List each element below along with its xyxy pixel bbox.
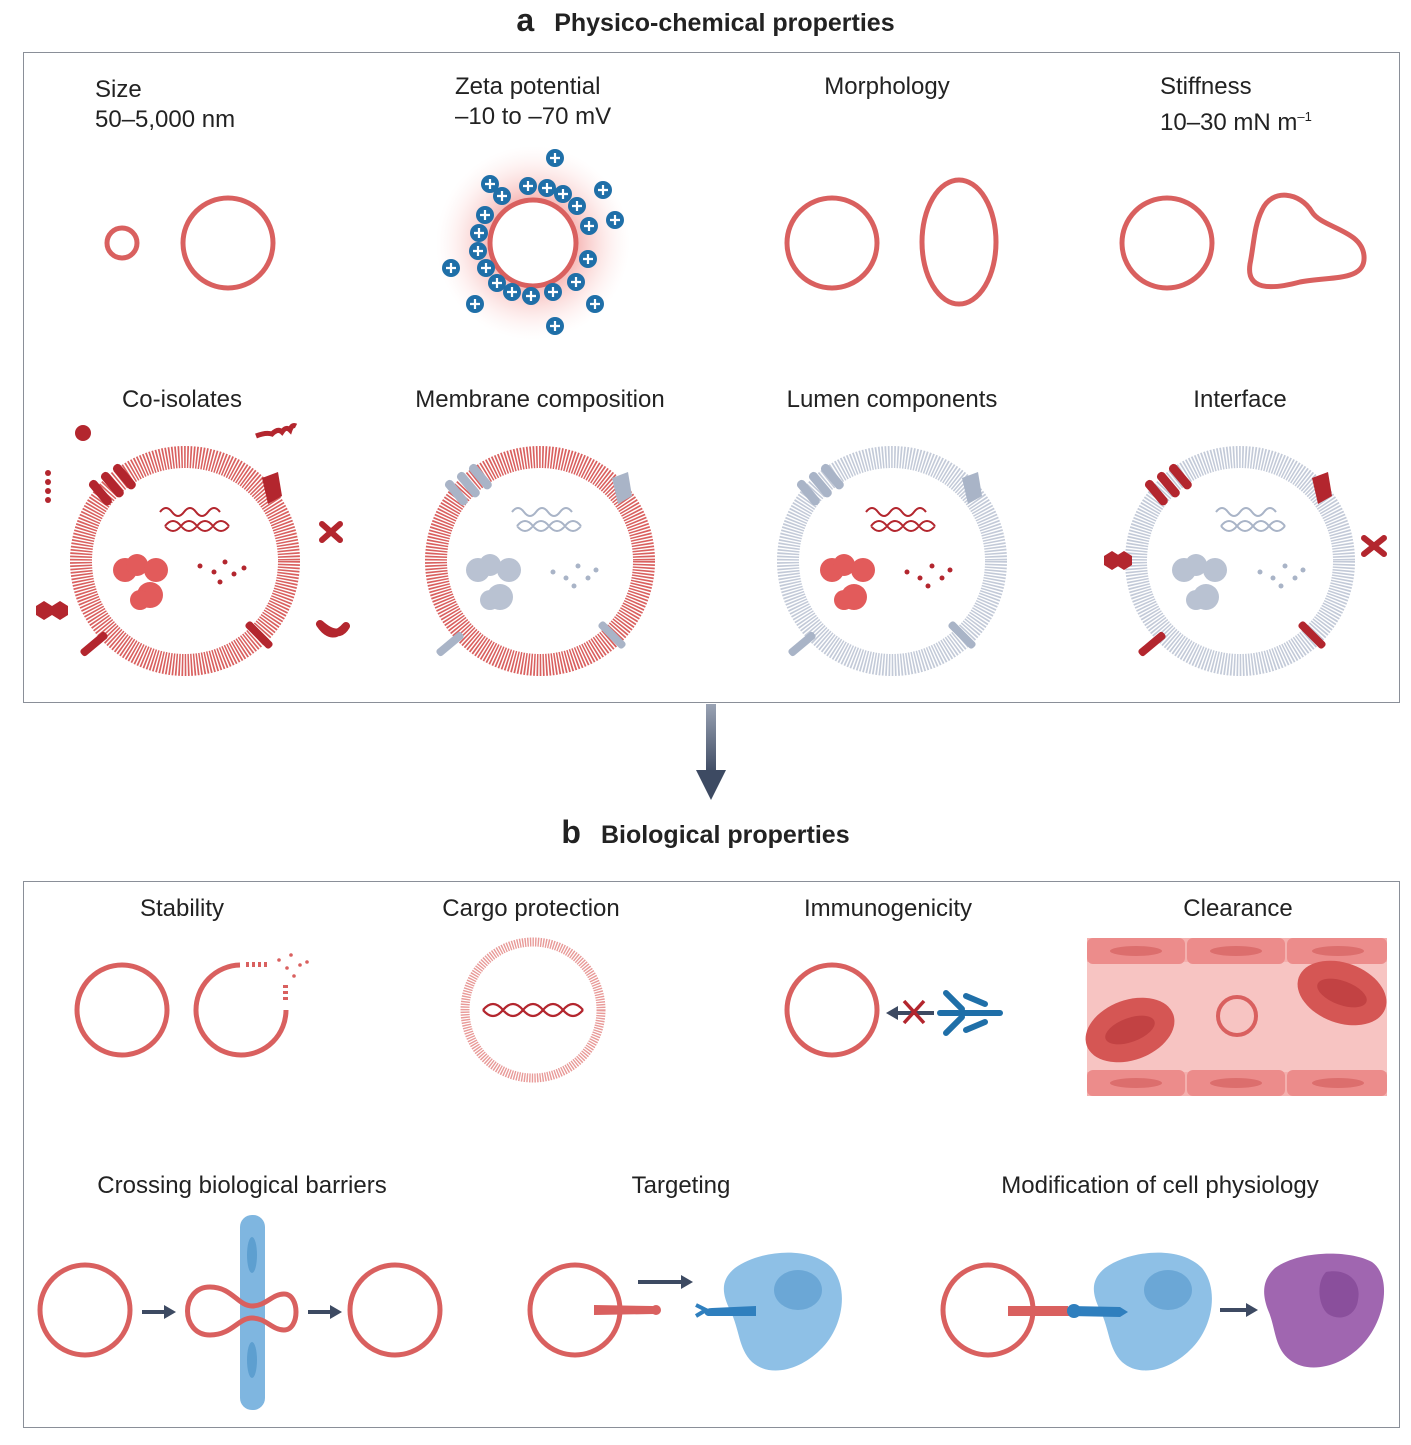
zeta-potential-value: –10 to –70 mV xyxy=(455,103,612,130)
stability-vesicles xyxy=(74,953,309,1058)
panel-a-letter: a xyxy=(516,2,535,38)
panel-b-frame xyxy=(23,881,1400,1428)
modification-scene xyxy=(940,1252,1385,1371)
clearance-scene xyxy=(1076,938,1396,1096)
transmembrane-protein-icon xyxy=(80,463,282,657)
stiffness-value: 10–30 mN m xyxy=(1160,109,1298,136)
targeting-label: Targeting xyxy=(631,1172,731,1199)
size-vesicles xyxy=(104,195,276,291)
stiffness-exponent: –1 xyxy=(1297,109,1312,124)
zeta-potential-label: Zeta potential –10 to –70 mV xyxy=(455,73,612,130)
size-label: Size 50–5,000 nm xyxy=(95,76,236,133)
panel-b-heading: b Biological properties xyxy=(0,814,1411,851)
cell-icon xyxy=(723,1252,842,1371)
crossing-barriers-label: Crossing biological barriers xyxy=(97,1172,387,1199)
panel-b-title: Biological properties xyxy=(600,821,850,849)
zeta-vesicle xyxy=(436,146,630,340)
co-isolates-vesicle xyxy=(36,423,350,676)
membrane-composition-label: Membrane composition xyxy=(415,386,665,413)
cargo-protection-label: Cargo protection xyxy=(442,895,620,922)
membrane-composition-vesicle xyxy=(425,446,655,676)
immunogenicity-label: Immunogenicity xyxy=(803,895,973,922)
targeting-scene xyxy=(527,1252,842,1371)
immunogenicity-scene xyxy=(784,962,1003,1058)
interface-label: Interface xyxy=(1193,386,1287,413)
morphology-label: Morphology xyxy=(824,73,950,100)
morphology-vesicles xyxy=(784,177,999,307)
lumen-components-vesicle xyxy=(777,446,1007,676)
panel-a-heading: a Physico-chemical properties xyxy=(0,2,1411,39)
stiffness-vesicles xyxy=(1119,192,1367,291)
interface-vesicle xyxy=(1104,446,1387,676)
lumen-components-label: Lumen components xyxy=(786,386,998,413)
panel-a-frame xyxy=(23,52,1400,703)
panel-a-title: Physico-chemical properties xyxy=(554,9,895,37)
crossing-barriers-scene xyxy=(37,1215,443,1410)
cargo-protection-vesicle xyxy=(460,937,606,1083)
size-value: 50–5,000 nm xyxy=(95,106,236,133)
down-arrow-icon xyxy=(696,704,726,800)
cell-icon xyxy=(1264,1253,1385,1368)
panel-b-letter: b xyxy=(561,814,581,850)
stiffness-label: Stiffness 10–30 mN m–1 xyxy=(1160,73,1312,136)
cell-icon xyxy=(1093,1252,1212,1371)
dna-helix-icon xyxy=(164,520,230,532)
protein-aggregate-icon xyxy=(113,554,168,610)
clearance-label: Clearance xyxy=(1183,895,1293,922)
large-vesicle xyxy=(180,195,276,291)
antibody-icon xyxy=(937,990,1003,1036)
co-isolates-label: Co-isolates xyxy=(121,386,243,413)
stability-label: Stability xyxy=(139,895,225,922)
small-vesicle xyxy=(104,225,140,261)
modification-label: Modification of cell physiology xyxy=(1001,1172,1319,1199)
rna-strand-icon xyxy=(159,507,221,517)
